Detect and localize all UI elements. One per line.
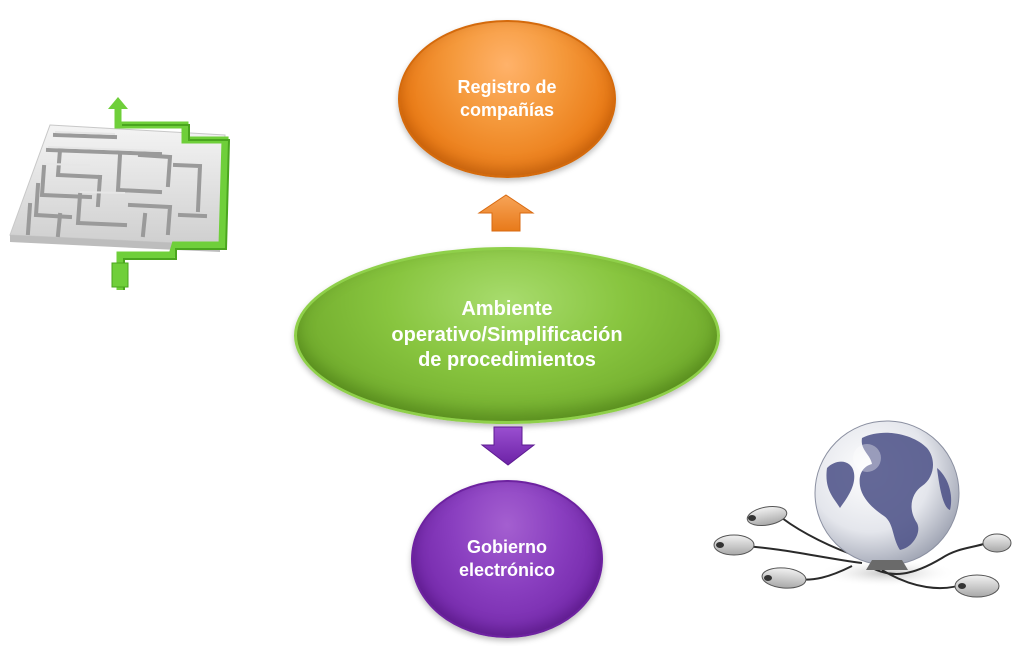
node-ambiente-operativo: Ambiente operativo/Simplificación de pro… (294, 247, 720, 424)
node-gobierno-electronico-label: Gobierno electrónico (458, 536, 556, 580)
globe-with-mice-icon (712, 398, 1012, 643)
maze-icon (0, 95, 245, 300)
node-registro-companias-label: Registro de compañías (457, 76, 557, 120)
node-registro-companias: Registro de compañías (398, 20, 616, 178)
node-ambiente-operativo-label: Ambiente operativo/Simplificación de pro… (391, 298, 623, 372)
arrow-down-icon (480, 425, 536, 472)
arrow-up-icon (477, 193, 535, 238)
node-gobierno-electronico: Gobierno electrónico (411, 480, 603, 638)
